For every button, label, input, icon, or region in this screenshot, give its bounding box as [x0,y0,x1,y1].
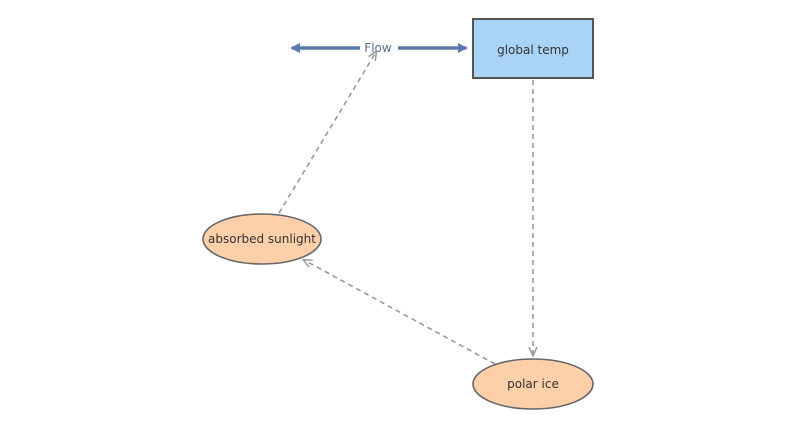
flow-arrow[interactable] [284,39,468,57]
variable-label-absorbed-sunlight: absorbed sunlight [208,232,316,246]
stock-label: global temp [497,43,569,57]
variable-polar-ice[interactable]: polar ice [472,358,594,410]
link-absorbed-sunlight-to-flow[interactable] [278,52,376,214]
variable-label-polar-ice: polar ice [507,377,559,391]
link-polar-ice-to-absorbed-sunlight[interactable] [304,260,496,365]
variable-absorbed-sunlight[interactable]: absorbed sunlight [202,213,322,265]
stock-global-temp[interactable]: global temp [472,18,594,79]
flow-label[interactable]: Flow [364,41,392,55]
